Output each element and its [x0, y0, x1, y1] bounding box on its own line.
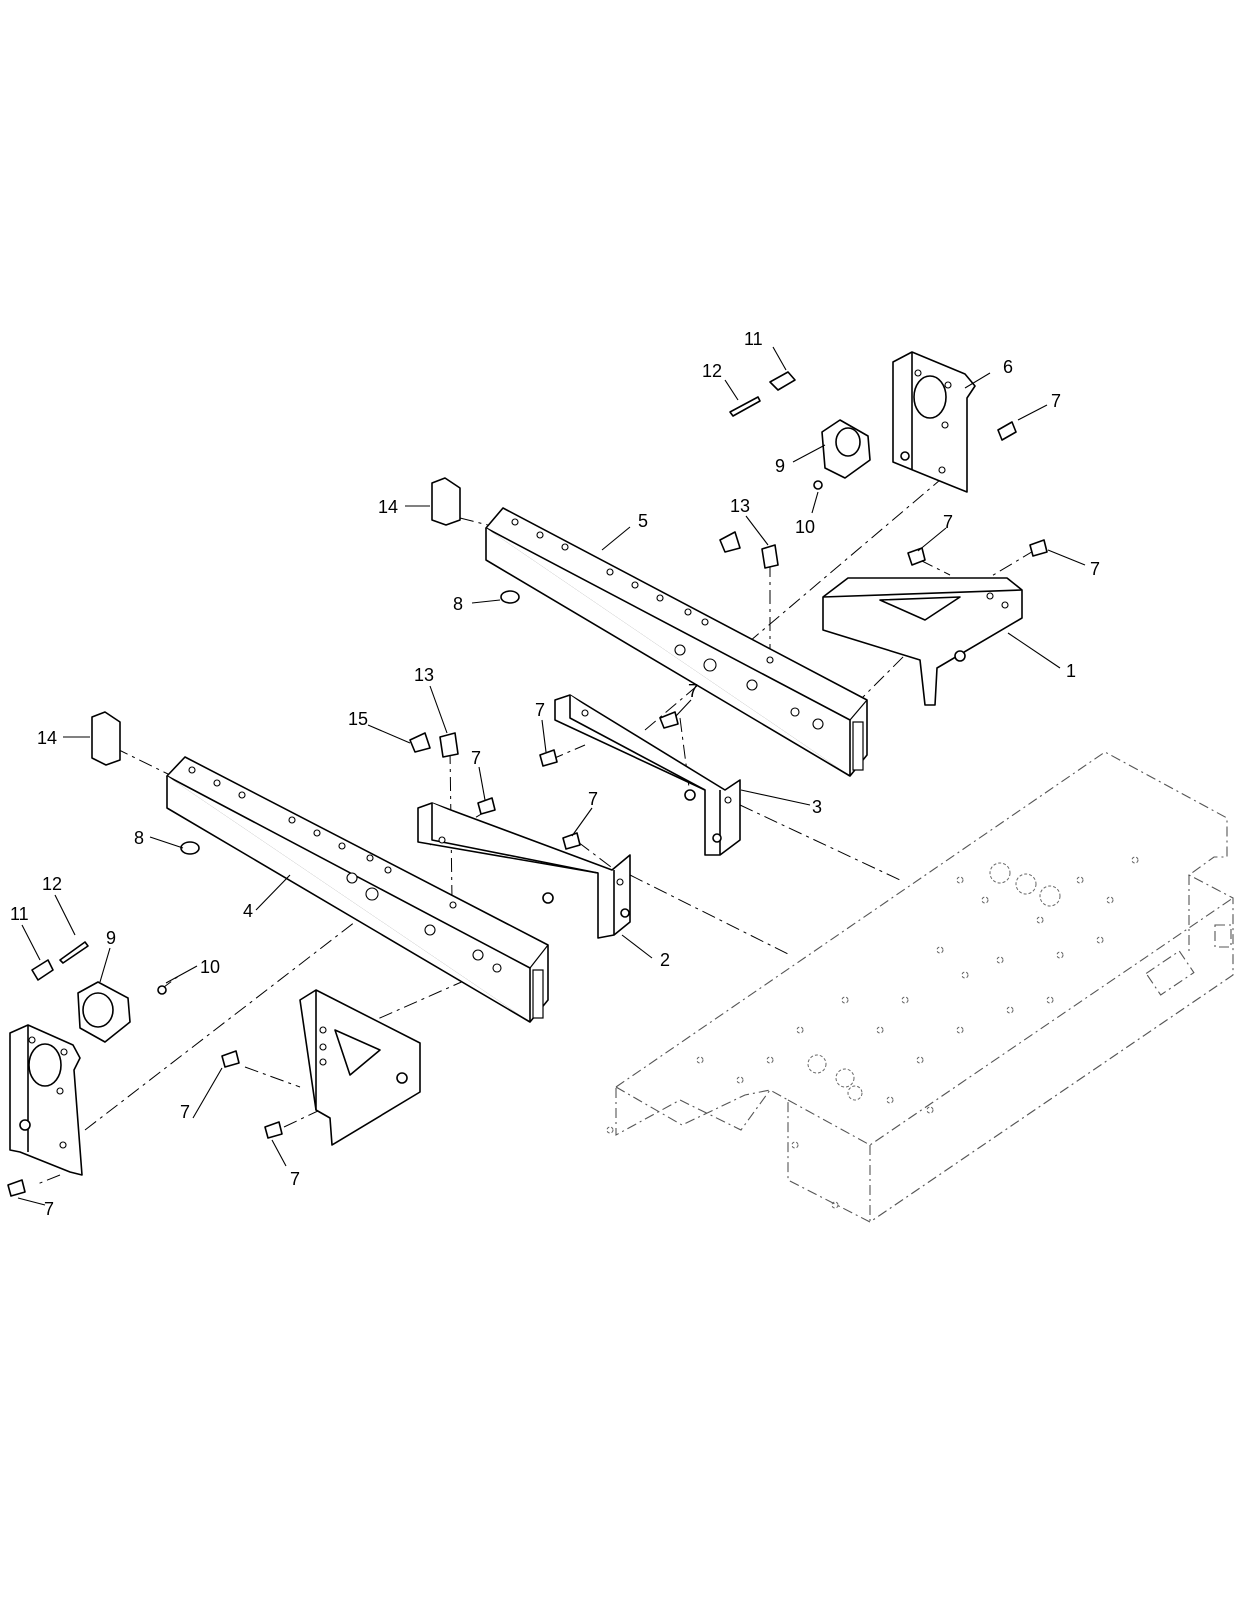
callout-9: 9	[106, 928, 116, 948]
callout-12: 12	[42, 874, 62, 894]
part-6-mount-plate	[892, 351, 976, 493]
part-12-bolt-upper	[729, 396, 761, 417]
part-10-screw-lower	[157, 985, 167, 995]
part-1-gusset-lower	[299, 989, 421, 1146]
callout-7: 7	[688, 681, 698, 701]
callout-5: 5	[638, 511, 648, 531]
callout-7: 7	[180, 1102, 190, 1122]
part-6-mount-plate-lower	[9, 1024, 83, 1176]
callout-8: 8	[453, 594, 463, 614]
callout-12: 12	[702, 361, 722, 381]
part-10-screw-upper	[813, 480, 823, 490]
callout-7: 7	[588, 789, 598, 809]
callout-11: 11	[744, 329, 763, 349]
callout-10: 10	[795, 517, 815, 537]
callout-4: 4	[243, 901, 253, 921]
part-15-clip	[409, 732, 431, 753]
part-3-bracket	[554, 694, 741, 856]
callout-11: 11	[10, 904, 29, 924]
callout-7: 7	[535, 700, 545, 720]
part-4-tube-lower	[166, 756, 549, 1023]
part-11-spacer-lower	[31, 959, 54, 981]
callout-15: 15	[348, 709, 368, 729]
callout-9: 9	[775, 456, 785, 476]
leader-lines	[17, 346, 1086, 1206]
part-1-gusset	[822, 577, 1023, 706]
callout-7: 7	[290, 1169, 300, 1189]
callout-3: 3	[812, 797, 822, 817]
part-9-flange-upper	[821, 419, 871, 479]
callout-14: 14	[378, 497, 398, 517]
callout-7: 7	[1051, 391, 1061, 411]
part-11-spacer-upper	[769, 371, 796, 391]
callout-8: 8	[134, 828, 144, 848]
callout-6: 6	[1003, 357, 1013, 377]
callout-7: 7	[471, 748, 481, 768]
part-5-tube-upper	[485, 507, 868, 777]
callout-14: 14	[37, 728, 57, 748]
part-2-bracket	[417, 802, 631, 939]
callout-7: 7	[44, 1199, 54, 1219]
callout-7: 7	[1090, 559, 1100, 579]
callout-2: 2	[660, 950, 670, 970]
part-13-clip-upper	[719, 531, 779, 569]
part-13-clip-mid	[439, 732, 459, 758]
callout-labels: 11 12 6 7 9 10 14 5 13 7 7 8 1 13 7 7 15…	[10, 329, 1100, 1219]
part-14-cap-upper	[431, 477, 461, 526]
part-14-cap-left	[91, 711, 121, 766]
part-8-plug-lower	[180, 841, 200, 855]
part-12-bolt-lower	[59, 941, 89, 964]
callout-10: 10	[200, 957, 220, 977]
callout-13: 13	[730, 496, 750, 516]
callout-1: 1	[1066, 661, 1076, 681]
callout-13: 13	[414, 665, 434, 685]
part-9-flange-lower	[77, 981, 131, 1043]
part-8-plug-upper	[500, 590, 520, 604]
part-7-bolts	[7, 421, 1048, 1197]
phantom-frame	[606, 751, 1234, 1223]
callout-7: 7	[943, 512, 953, 532]
